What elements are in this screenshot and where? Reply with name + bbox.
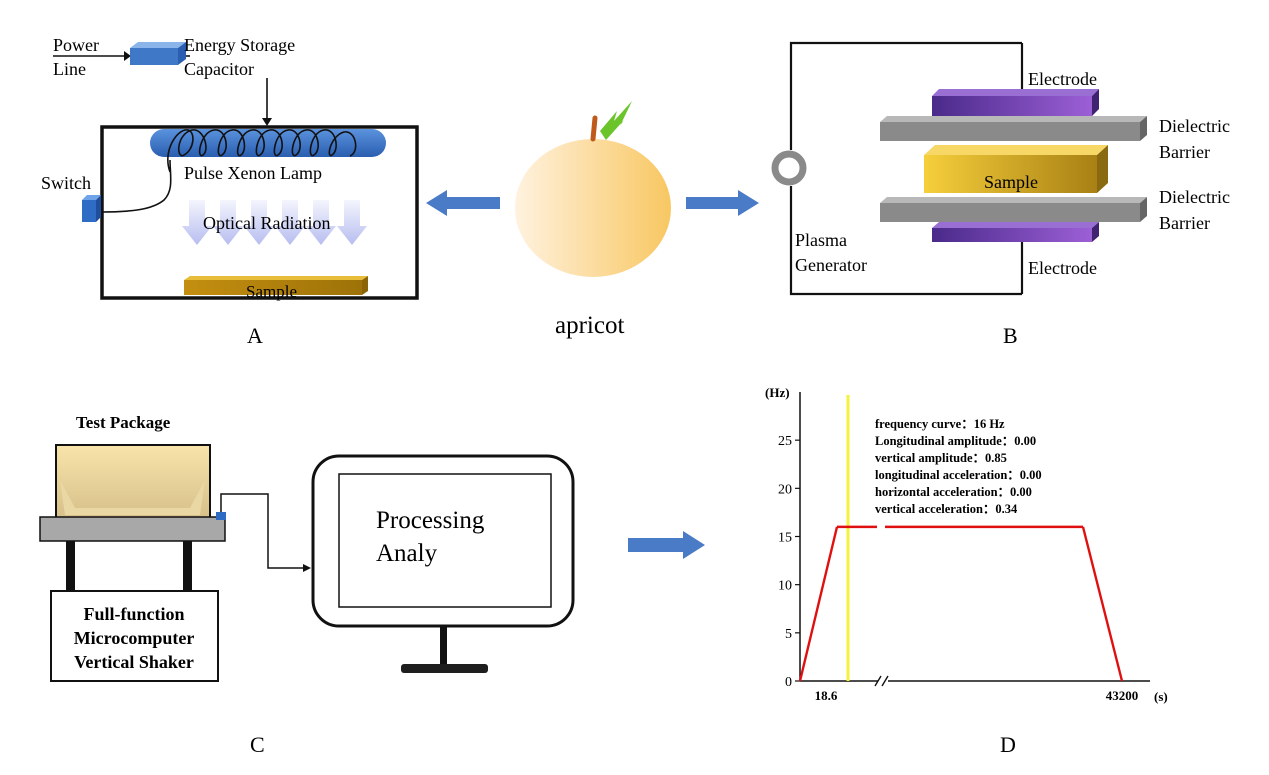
lamp-coil-wire: [167, 129, 357, 173]
apricot-label: apricot: [555, 312, 624, 339]
test-package-box: [55, 444, 211, 519]
electrode-top-label: Electrode: [1028, 69, 1097, 89]
shaker-leg-right: [183, 541, 192, 591]
info-frequency-curve: frequency curve：16 Hz: [875, 417, 1005, 431]
shaker-table: [39, 516, 226, 542]
panel-b-label: B: [1003, 323, 1018, 348]
radiation-label: Optical Radiation: [203, 213, 330, 233]
sensor-cable-arrowhead: [303, 564, 311, 572]
chart-axis-break-mark: [881, 675, 889, 687]
apricot-stem: [590, 115, 598, 142]
sample-label-a: Sample: [246, 282, 297, 301]
chart-y-tick-label: 25: [778, 434, 792, 449]
test-package-inner-tray: [60, 480, 205, 515]
barrier-bottom-label-2: Barrier: [1159, 213, 1210, 233]
apricot-center: apricot: [426, 101, 759, 339]
chart-y-tick-label: 0: [785, 675, 792, 690]
panel-c-label: C: [250, 732, 265, 757]
dielectric-barrier-bottom: [880, 197, 1147, 222]
sample-block-b: [924, 145, 1108, 193]
panel-c-vibration-setup: Test Package Full-function Microcomputer…: [39, 413, 705, 757]
arrow-to-panel-a-icon: [426, 190, 500, 216]
chart-series-ramp-up: [798, 526, 839, 682]
info-horizontal-acceleration: horizontal acceleration：0.00: [875, 485, 1032, 499]
lamp-label: Pulse Xenon Lamp: [184, 163, 322, 183]
barrier-top-label-2: Barrier: [1159, 142, 1210, 162]
chart-axis-break-mark: [874, 675, 882, 687]
sample-tray-a: [184, 276, 368, 295]
circuit-wire-top: [789, 41, 1022, 150]
shaker-label-2: Microcomputer: [74, 628, 195, 648]
shaker-label-3: Vertical Shaker: [74, 652, 194, 672]
barrier-bottom-label-1: Dielectric: [1159, 187, 1230, 207]
info-vertical-amplitude: vertical amplitude：0.85: [875, 451, 1007, 465]
shaker-base-box: [50, 590, 219, 682]
test-package-label: Test Package: [76, 413, 171, 432]
capacitor-label-1: Energy Storage: [184, 35, 295, 55]
electrode-bottom: [932, 222, 1099, 242]
panel-a-label: A: [247, 323, 263, 348]
electrode-top: [932, 89, 1099, 116]
sensor-connector-icon: [216, 512, 226, 520]
chart-info-box: frequency curve：16 Hz Longitudinal ampli…: [875, 417, 1042, 516]
chart-y-tick-label: 5: [785, 627, 792, 642]
chart-y-tick-label: 10: [778, 579, 792, 594]
power-line-label-2: Line: [53, 59, 86, 79]
chart-y-tick-label: 15: [778, 531, 792, 546]
arrow-to-panel-d-icon: [628, 531, 705, 559]
capacitor-label-2: Capacitor: [184, 59, 254, 79]
info-vertical-acceleration: vertical acceleration：0.34: [875, 502, 1018, 516]
chart-x-axis-label: (s): [1154, 689, 1168, 704]
info-longitudinal-acceleration: longitudinal acceleration：0.00: [875, 468, 1042, 482]
generator-label-1: Plasma: [795, 230, 847, 250]
switch-wire: [99, 159, 172, 213]
sensor-cable: [220, 493, 303, 569]
panel-a-xenon-lamp-setup: Power Line Energy Storage Capacitor Puls…: [41, 35, 419, 348]
dielectric-barrier-top: [880, 116, 1147, 141]
panel-b-plasma-setup: Electrode Dielectric Barrier Sample Diel…: [771, 41, 1230, 348]
chart-series-ramp-down: [1081, 526, 1124, 682]
switch-icon: [82, 195, 101, 222]
xenon-lamp-tube: [150, 129, 386, 157]
panel-d-label: D: [1000, 732, 1016, 757]
circuit-wire-bottom: [789, 186, 1022, 296]
power-line-label-1: Power: [53, 35, 99, 55]
arrow-to-panel-b-icon: [686, 190, 759, 216]
chart-marks: 0 5 10 15 20 25 18.6 43200: [778, 392, 1150, 703]
panel-d-frequency-chart: (Hz) (s) 0 5 10 15 20 25 18.6 43200 frequency c…: [765, 385, 1168, 757]
sample-label-b: Sample: [984, 172, 1038, 192]
plasma-generator-icon: [771, 150, 807, 186]
capacitor-icon: [130, 42, 186, 65]
chart-x-tick-label: 43200: [1106, 688, 1139, 703]
chart-y-axis-label: (Hz): [765, 385, 790, 400]
info-longitudinal-amplitude: Longitudinal amplitude：0.00: [875, 434, 1036, 448]
power-line-arrowhead: [124, 51, 131, 61]
monitor-text-2: Analy: [376, 540, 438, 567]
monitor-text-1: Processing: [376, 507, 485, 534]
monitor-screen: [338, 473, 552, 608]
chart-x-tick-label: 18.6: [815, 688, 838, 703]
monitor-stand: [440, 626, 447, 666]
shaker-label-1: Full-function: [83, 604, 184, 624]
monitor-base: [401, 664, 488, 673]
optical-radiation-arrows: [182, 200, 367, 245]
electrode-bottom-label: Electrode: [1028, 258, 1097, 278]
apricot-leaf-icon: [600, 101, 632, 140]
apricot-fruit: [515, 139, 671, 277]
barrier-top-label-1: Dielectric: [1159, 116, 1230, 136]
generator-label-2: Generator: [795, 255, 867, 275]
chart-y-tick-label: 20: [778, 482, 792, 497]
switch-label: Switch: [41, 173, 91, 193]
shaker-leg-left: [66, 541, 75, 591]
capacitor-to-lamp-arrowhead: [262, 118, 272, 126]
